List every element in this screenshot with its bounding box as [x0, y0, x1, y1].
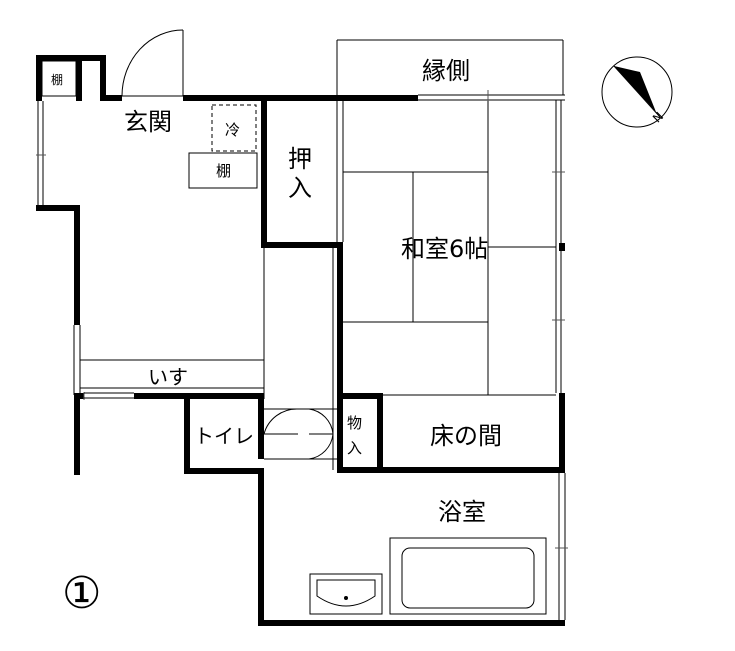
label-genkan: 玄関 [124, 108, 172, 136]
bathtub [389, 537, 547, 615]
label-oshiire-top: 押 [288, 145, 312, 173]
label-engawa: 縁側 [422, 57, 470, 85]
label-monoire-bottom: 入 [347, 439, 362, 457]
label-shelf: 棚 [216, 162, 231, 180]
entrance-door [121, 29, 184, 97]
small-shelf [41, 60, 77, 97]
fridge-space [211, 104, 257, 152]
shelf-unit [188, 152, 258, 189]
walls [36, 55, 565, 626]
label-oshiire-bottom: 入 [288, 174, 312, 202]
label-washitsu: 和室6帖 [401, 235, 488, 263]
label-bathroom: 浴室 [438, 498, 486, 526]
label-small-shelf: 棚 [51, 72, 63, 87]
label-fridge: 冷 [225, 121, 240, 139]
label-tokonoma: 床の間 [430, 422, 502, 450]
thin-lines [36, 39, 568, 620]
wash-basin [309, 573, 383, 615]
label-isu: いす [148, 365, 188, 389]
north-compass: N [601, 56, 673, 128]
washroom-door [308, 408, 334, 460]
toilet-door [263, 408, 299, 435]
room-labels: 縁側 玄関 冷 棚 棚 押 入 和室6帖 いす トイレ 物 入 床の間 浴室 [51, 57, 502, 526]
plan-number: ① [62, 568, 101, 619]
label-toilet: トイレ [194, 424, 254, 448]
label-monoire-top: 物 [347, 414, 362, 432]
